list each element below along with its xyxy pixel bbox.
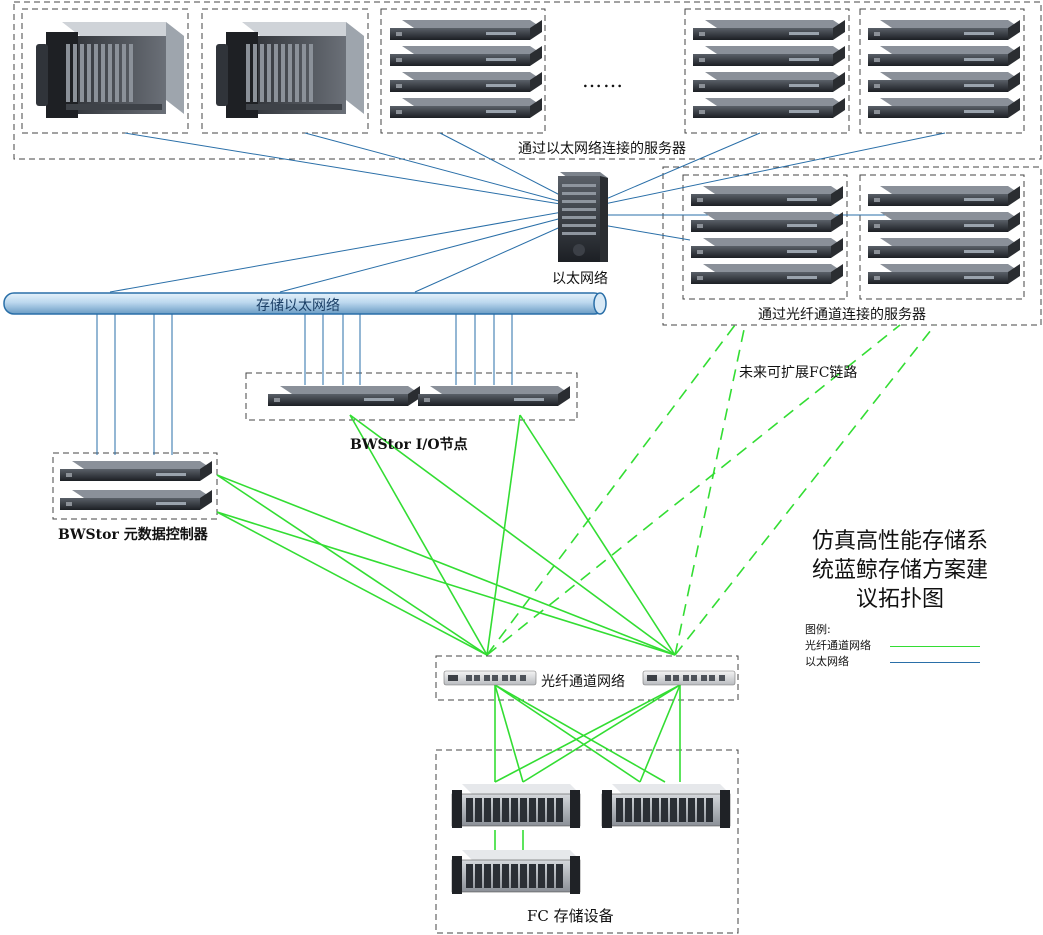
fc-server-stack-2	[868, 186, 1020, 284]
legend-line-ethernet	[890, 662, 980, 663]
ethernet-servers-group	[13, 1, 1042, 160]
ellipsis-label: ……	[582, 68, 624, 92]
legend-item-ethernet: 以太网络	[805, 654, 980, 670]
io-node-label: BWStor I/O节点	[350, 437, 468, 453]
title-line-2: 统蓝鲸存储方案建	[811, 558, 988, 583]
fc-storage-group	[435, 749, 739, 934]
legend-heading: 图例:	[805, 623, 831, 636]
server-stack-3	[868, 20, 1020, 118]
meta-controller-label: BWStor 元数据控制器	[58, 527, 208, 543]
storage-ethernet-bus	[3, 292, 607, 315]
ethernet-switch	[558, 172, 608, 262]
fc-storage-label: FC 存储设备	[527, 907, 614, 925]
disk-array-3	[451, 849, 581, 895]
io-node-group	[245, 372, 578, 421]
legend-label-fibre: 光纤通道网络	[805, 639, 871, 652]
future-fc-label: 未来可扩展FC链路	[739, 365, 858, 381]
meta-controller-1	[60, 461, 212, 481]
meta-controller-group	[52, 452, 218, 520]
io-node-1	[268, 386, 420, 406]
fibre-links	[216, 414, 681, 850]
title-line-3: 议拓扑图	[855, 587, 944, 612]
io-node-2	[418, 386, 570, 406]
disk-array-2	[601, 783, 731, 829]
ethernet-switch-label: 以太网络	[552, 271, 608, 287]
future-fc-links	[486, 324, 936, 656]
server-stack-2	[693, 20, 845, 118]
server-stack-1	[390, 20, 542, 118]
blade-chassis-2	[216, 22, 364, 118]
fc-switch-2	[642, 670, 736, 686]
disk-array-1	[451, 783, 581, 829]
legend: 图例: 光纤通道网络 以太网络	[805, 622, 980, 670]
fc-switch-1	[443, 670, 537, 686]
legend-label-ethernet: 以太网络	[805, 655, 849, 668]
fc-network-group	[435, 655, 739, 701]
fc-server-stack-1	[691, 186, 843, 284]
title-line-1: 仿真高性能存储系	[811, 529, 988, 554]
fc-servers-group	[662, 166, 1042, 326]
fc-network-label: 光纤通道网络	[541, 674, 625, 690]
storage-ethernet-label: 存储以太网络	[256, 298, 340, 314]
legend-item-fibre: 光纤通道网络	[805, 638, 980, 654]
fc-servers-label: 通过光纤通道连接的服务器	[758, 307, 926, 323]
legend-line-fibre	[890, 646, 980, 647]
blade-chassis-1	[36, 22, 184, 118]
diagram-title: 仿真高性能存储系 统蓝鲸存储方案建 议拓扑图	[800, 527, 1000, 614]
ethernet-links	[96, 132, 1000, 455]
ethernet-servers-label: 通过以太网络连接的服务器	[518, 141, 686, 157]
meta-controller-2	[60, 490, 212, 510]
